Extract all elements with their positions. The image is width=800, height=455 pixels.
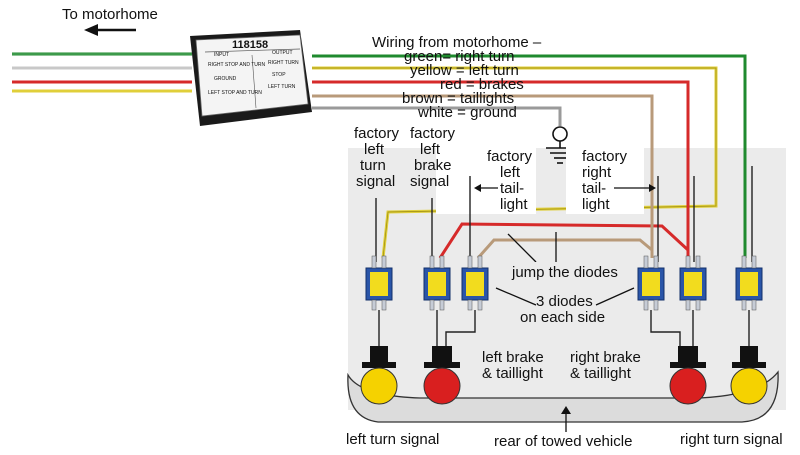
left-brake-bulb	[423, 346, 461, 405]
legend-brown: brown = taillights	[402, 90, 514, 107]
module-part-number: 118158	[232, 39, 268, 51]
module-row1-right: RIGHT TURN	[268, 60, 299, 66]
svg-text:factory: factory	[582, 148, 628, 165]
svg-text:factory: factory	[410, 125, 456, 142]
svg-text:right: right	[582, 164, 612, 181]
module-input-label: INPUT	[214, 52, 229, 58]
diode-left-tail	[461, 255, 489, 311]
left-brake-label: left brake	[482, 349, 544, 366]
legend-red: red = brakes	[440, 76, 524, 93]
right-brake-label: right brake	[570, 349, 641, 366]
rear-of-vehicle-label: rear of towed vehicle	[494, 433, 632, 450]
module-row2-right: STOP	[272, 72, 286, 78]
diode-right-turn	[735, 255, 763, 311]
arrow-to-motorhome	[84, 24, 136, 36]
diode-left-turn	[365, 255, 393, 311]
module-row3-right: LEFT TURN	[268, 84, 296, 90]
svg-text:tail-: tail-	[500, 180, 524, 197]
factory-left-tail-label: factory left tail- light	[487, 148, 533, 213]
diode-left-brake	[423, 255, 451, 311]
right-tail-dimension-arrow	[614, 184, 656, 192]
jump-diodes-bg	[510, 262, 626, 282]
motorhome-input-wires	[12, 52, 192, 93]
left-tail-label-bg	[436, 142, 536, 214]
three-diodes-pointers	[495, 287, 635, 306]
bumper-pointer	[561, 406, 571, 432]
output-wires	[312, 54, 747, 259]
diode-right-brake	[679, 255, 707, 311]
diode-to-bulb-wires	[378, 310, 750, 346]
right-turn-signal-label: right turn signal	[680, 431, 783, 448]
left-tail-dimension-arrow	[474, 184, 498, 192]
svg-text:left: left	[364, 141, 385, 158]
module-row1-left: RIGHT STOP AND TURN	[208, 62, 266, 68]
on-each-side-label: on each side	[520, 309, 605, 326]
svg-text:light: light	[500, 196, 528, 213]
right-brake-bulb	[669, 346, 707, 405]
factory-wires	[375, 166, 753, 262]
svg-text:light: light	[582, 196, 610, 213]
svg-text:brake: brake	[414, 157, 452, 174]
factory-right-tail-label: factory right tail- light	[582, 148, 628, 213]
legend-green: green= right turn	[404, 48, 515, 65]
right-tail-label-bg	[566, 142, 644, 214]
svg-text:signal: signal	[356, 173, 395, 190]
left-taillight-label: & taillight	[482, 365, 544, 382]
svg-text:factory: factory	[354, 125, 400, 142]
jump-diodes-pointers	[507, 232, 557, 263]
legend-yellow: yellow = left turn	[410, 62, 519, 79]
three-diodes-label: 3 diodes	[536, 293, 593, 310]
legend-title: Wiring from motorhome –	[372, 34, 542, 51]
svg-text:tail-: tail-	[582, 180, 606, 197]
jump-diodes-label: jump the diodes	[511, 264, 618, 281]
legend-white: white = ground	[417, 104, 517, 121]
svg-text:factory: factory	[487, 148, 533, 165]
right-turn-bulb	[730, 346, 768, 405]
converter-module: 118158 INPUT OUTPUT RIGHT STOP AND TURN …	[190, 30, 312, 126]
svg-text:left: left	[420, 141, 441, 158]
module-output-label: OUTPUT	[272, 50, 293, 56]
factory-left-brake-label: factory left brake signal	[410, 125, 456, 190]
left-turn-signal-label: left turn signal	[346, 431, 439, 448]
diode-right-tail	[637, 255, 665, 311]
right-taillight-label: & taillight	[570, 365, 632, 382]
svg-text:signal: signal	[410, 173, 449, 190]
svg-text:turn: turn	[360, 157, 386, 174]
svg-text:left: left	[500, 164, 521, 181]
module-row3-left: LEFT STOP AND TURN	[208, 90, 262, 96]
module-row2-left: GROUND	[214, 76, 237, 82]
factory-left-turn-label: factory left turn signal	[354, 125, 400, 190]
left-turn-bulb	[360, 346, 398, 405]
to-motorhome-label: To motorhome	[62, 6, 158, 23]
